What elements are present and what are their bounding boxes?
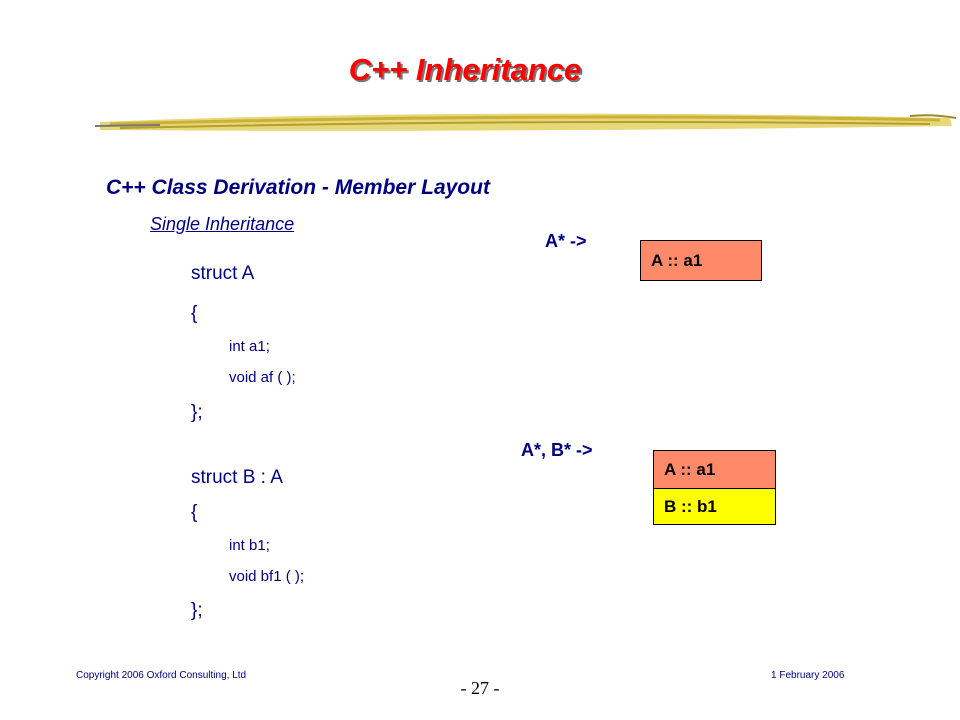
code-b-member-b1: int b1; bbox=[229, 537, 270, 554]
pointer-label-a-b: A*, B* -> bbox=[521, 440, 593, 460]
layout-b-cell-a1: A :: a1 bbox=[653, 450, 776, 489]
layout-b-cell-b1: B :: b1 bbox=[653, 488, 776, 525]
footer-date: 1 February 2006 bbox=[771, 670, 845, 681]
code-a-member-af: void af ( ); bbox=[229, 369, 296, 386]
layout-b-cell-a1-label: A :: a1 bbox=[664, 459, 716, 479]
title-underline-brush bbox=[94, 113, 957, 131]
layout-b-cell-b1-label: B :: b1 bbox=[664, 496, 717, 516]
code-b-member-bf1: void bf1 ( ); bbox=[229, 568, 305, 585]
footer-copyright: Copyright 2006 Oxford Consulting, Ltd bbox=[76, 670, 247, 681]
code-struct-a: struct A bbox=[191, 263, 255, 284]
code-struct-b: struct B : A bbox=[191, 467, 283, 488]
page-number: - 27 - bbox=[460, 678, 500, 698]
layout-a-cell-a1-label: A :: a1 bbox=[651, 250, 703, 270]
code-close-brace-a: }; bbox=[191, 402, 203, 423]
code-open-brace-b: { bbox=[191, 502, 198, 523]
slide-title: C++ Inheritance bbox=[348, 52, 582, 87]
code-close-brace-b: }; bbox=[191, 600, 203, 621]
section-heading: C++ Class Derivation - Member Layout bbox=[106, 176, 490, 199]
code-a-member-a1: int a1; bbox=[229, 338, 270, 355]
layout-a-cell-a1: A :: a1 bbox=[640, 240, 762, 281]
pointer-label-a: A* -> bbox=[545, 231, 587, 251]
subsection-heading: Single Inheritance bbox=[150, 214, 295, 234]
code-open-brace-a: { bbox=[191, 303, 198, 324]
